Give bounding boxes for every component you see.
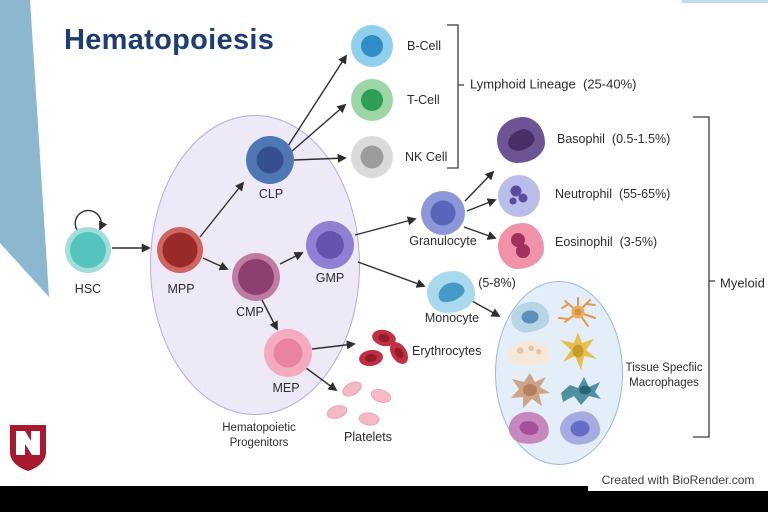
platelet xyxy=(339,378,365,400)
top-right-accent-bar xyxy=(682,0,768,3)
monocyte-pct: (5-8%) xyxy=(478,276,516,290)
neutrophil-cell xyxy=(498,175,540,217)
t-cell-label: T-Cell xyxy=(407,93,440,107)
eosinophil-pct: (3-5%) xyxy=(619,235,658,249)
granulocyte-cell xyxy=(421,191,465,235)
platelet xyxy=(357,411,381,427)
arrow-granulocyte-neutrophil xyxy=(466,198,497,212)
cmp-label: CMP xyxy=(236,305,264,319)
mpp-label: MPP xyxy=(167,282,195,296)
arrow-gmp-monocyte xyxy=(357,261,426,288)
left-accent-stripe xyxy=(0,0,49,297)
platelets-label: Platelets xyxy=(344,430,392,444)
dendritic-cell-orange xyxy=(558,297,596,327)
b-cell xyxy=(351,25,393,67)
hsc-cell xyxy=(65,227,111,273)
clp-cell xyxy=(246,136,294,184)
progenitors-label-line2: Progenitors xyxy=(229,437,289,449)
platelet xyxy=(325,402,349,422)
cmp-cell xyxy=(232,253,280,301)
macrophages-label-line2: Macrophages xyxy=(629,377,699,389)
biorender-attribution: Created with BioRender.com xyxy=(588,469,768,491)
neutrophil-label: Neutrophil (55-65%) xyxy=(555,187,671,201)
mep-label: MEP xyxy=(272,381,300,395)
macrophages-label-line1: Tissue Specfiic xyxy=(625,362,703,374)
arrow-gmp-granulocyte xyxy=(354,216,417,236)
biorender-text: Created with BioRender.com xyxy=(601,473,755,487)
nebraska-n-logo xyxy=(10,425,46,471)
basophil-label: Basophil (0.5-1.5%) xyxy=(557,132,671,146)
macrophage-cream xyxy=(507,341,551,365)
eosinophil-cell xyxy=(498,223,544,269)
mep-cell xyxy=(264,329,312,377)
macrophage-tan-star xyxy=(511,373,550,408)
clp-label: CLP xyxy=(258,187,284,201)
erythrocytes-label: Erythrocytes xyxy=(412,344,482,358)
hsc-label: HSC xyxy=(74,282,102,296)
progenitors-label-line1: Hematopoietic xyxy=(222,422,296,434)
granulocyte-label: Granulocyte xyxy=(409,234,477,248)
page-title: Hematopoiesis xyxy=(64,24,275,56)
t-cell xyxy=(351,79,393,121)
macrophage-teal-spiky xyxy=(561,377,601,405)
basophil-pct: (0.5-1.5%) xyxy=(611,132,671,146)
monocyte-label: Monocyte xyxy=(424,311,480,325)
eosinophil-label: Eosinophil (3-5%) xyxy=(555,235,658,249)
myeloid-label: Myeloid xyxy=(720,275,765,291)
arrow-granulocyte-basophil xyxy=(464,170,495,202)
nk-cell xyxy=(351,136,393,178)
lymphoid-bracket xyxy=(447,24,464,169)
b-cell-label: B-Cell xyxy=(407,39,442,53)
lymphoid-pct: (25-40%) xyxy=(583,76,637,92)
erythrocyte xyxy=(358,348,384,368)
nk-cell-label: NK Cell xyxy=(405,150,448,164)
erythrocyte xyxy=(386,338,412,368)
myeloid-bracket xyxy=(693,116,715,438)
macrophage-gold-star xyxy=(560,332,597,370)
mpp-cell xyxy=(157,227,203,273)
monocyte-cell xyxy=(427,271,475,313)
neutrophil-pct: (55-65%) xyxy=(618,187,671,201)
basophil-cell xyxy=(497,117,545,163)
lymphoid-lineage-label: Lymphoid Lineage (25-40%) xyxy=(470,76,637,92)
platelet xyxy=(369,386,393,406)
gmp-label: GMP xyxy=(315,271,345,285)
gmp-cell xyxy=(306,221,354,269)
